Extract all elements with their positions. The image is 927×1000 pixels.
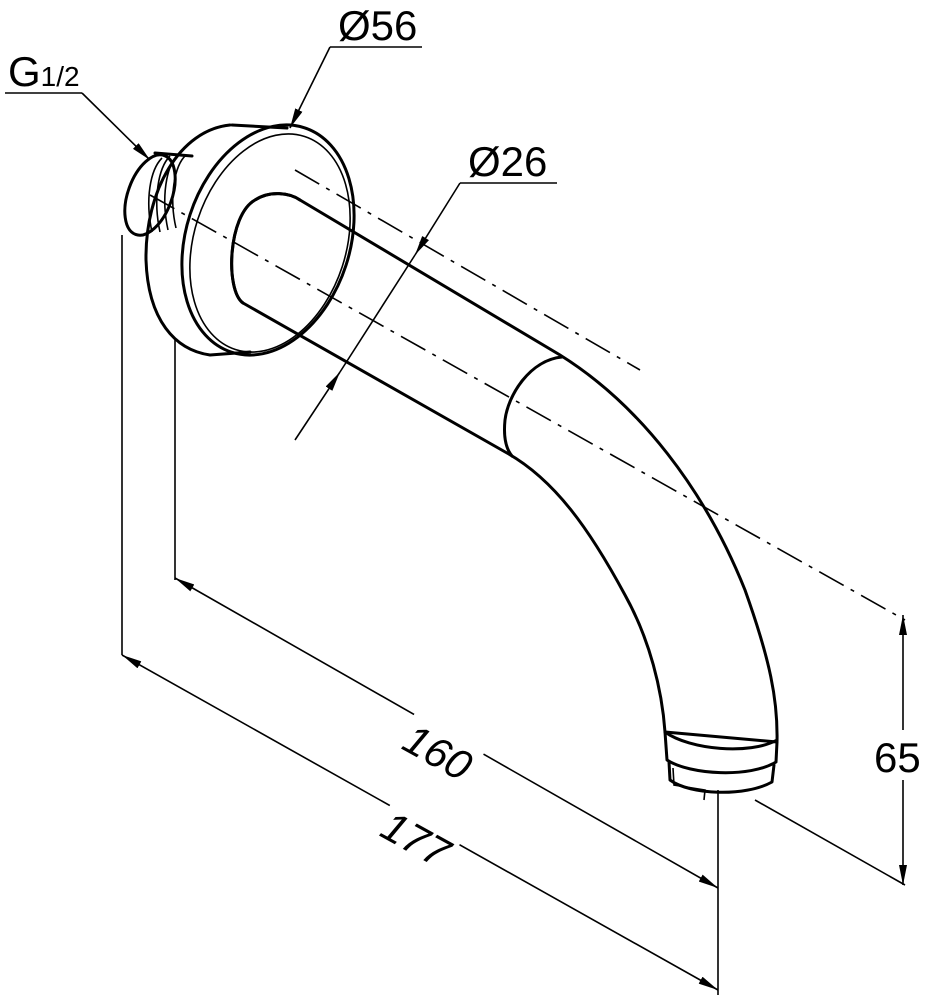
flange-leader [289,46,331,129]
extension-line [754,799,906,886]
pipe-diameter-label: Ø26 [468,138,547,185]
spout-pipe [230,169,779,801]
thread-size-label: G1/2 [8,48,80,95]
threaded-connector [123,151,194,237]
center-axis-line [149,194,906,621]
pipe-leader [414,182,461,256]
wall-flange [144,123,356,357]
pipe-dimension-arrow [294,371,341,441]
pipe-dimension-line [339,254,416,373]
flange-diameter-label: Ø56 [338,2,417,49]
height-65-label: 65 [874,734,921,781]
thread-leader [81,92,151,161]
